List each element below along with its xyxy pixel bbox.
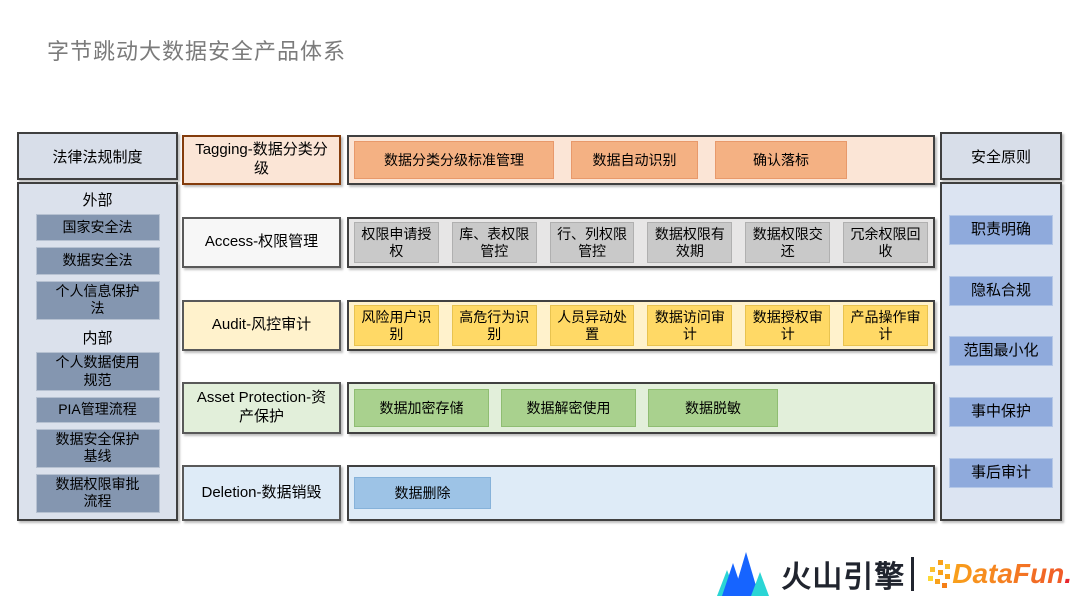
law-box: 数据安全法 [35, 247, 160, 275]
policy-box: 个人数据使用规范 [35, 352, 160, 392]
capability-chip: 数据解密使用 [501, 389, 636, 427]
security-principles-panel: 安全原则 职责明确 隐私合规 范围最小化 事中保护 事后审计 [940, 132, 1062, 521]
policy-box: 数据权限审批流程 [35, 473, 160, 514]
capability-chip: 产品操作审计 [843, 305, 928, 346]
capability-chip: 风险用户识别 [354, 305, 439, 346]
capability-chip: 数据自动识别 [571, 141, 698, 179]
capability-chip: 行、列权限管控 [549, 222, 635, 263]
principle-box: 范围最小化 [949, 336, 1053, 367]
principle-box: 事中保护 [949, 397, 1053, 428]
capability-chip: 冗余权限回收 [843, 222, 928, 263]
row-asset-protection: Asset Protection-资产保护 数据加密存储 数据解密使用 数据脱敏 [182, 382, 935, 434]
datafun-logo-dot: . [1064, 558, 1072, 589]
row-deletion-label: Deletion-数据销毁 [182, 465, 341, 521]
capability-chip: 权限申请授权 [354, 222, 439, 263]
row-deletion-items: 数据删除 [347, 465, 935, 521]
row-access: Access-权限管理 权限申请授权 库、表权限管控 行、列权限管控 数据权限有… [182, 217, 935, 268]
row-tagging-label: Tagging-数据分类分级 [182, 135, 341, 185]
legal-panel-header: 法律法规制度 [17, 132, 178, 180]
row-access-label: Access-权限管理 [182, 217, 341, 268]
capability-chip: 人员异动处置 [549, 305, 635, 346]
capability-chip: 数据删除 [354, 477, 491, 509]
row-access-items: 权限申请授权 库、表权限管控 行、列权限管控 数据权限有效期 数据权限交还 冗余… [347, 217, 935, 268]
policy-box: 数据安全保护基线 [35, 428, 160, 468]
volcano-engine-icon [717, 552, 771, 596]
row-audit-label: Audit-风控审计 [182, 300, 341, 351]
footer-logos: 火山引擎 DataFun . [717, 550, 1072, 598]
policy-box: PIA管理流程 [35, 397, 160, 423]
capability-chip: 高危行为识别 [451, 305, 537, 346]
row-audit-items: 风险用户识别 高危行为识别 人员异动处置 数据访问审计 数据授权审计 产品操作审… [347, 300, 935, 351]
law-box: 国家安全法 [35, 214, 160, 242]
capability-chip: 数据分类分级标准管理 [354, 141, 554, 179]
legal-panel-body: 外部 国家安全法 数据安全法 个人信息保护法 内部 个人数据使用规范 PIA管理… [17, 182, 178, 521]
legal-regulations-panel: 法律法规制度 外部 国家安全法 数据安全法 个人信息保护法 内部 个人数据使用规… [17, 132, 178, 521]
principles-panel-body: 职责明确 隐私合规 范围最小化 事中保护 事后审计 [940, 182, 1062, 521]
row-audit: Audit-风控审计 风险用户识别 高危行为识别 人员异动处置 数据访问审计 数… [182, 300, 935, 351]
internal-group-label: 内部 [82, 330, 113, 348]
row-asset-items: 数据加密存储 数据解密使用 数据脱敏 [347, 382, 935, 434]
capability-chip: 数据权限交还 [745, 222, 831, 263]
row-tagging-items: 数据分类分级标准管理 数据自动识别 确认落标 [347, 135, 935, 185]
capability-chip: 数据加密存储 [354, 389, 489, 427]
principle-box: 事后审计 [949, 458, 1053, 489]
capability-chip: 数据权限有效期 [647, 222, 733, 263]
capability-chip: 库、表权限管控 [451, 222, 537, 263]
page-title: 字节跳动大数据安全产品体系 [47, 39, 347, 64]
principle-box: 职责明确 [949, 214, 1053, 245]
datafun-logo-text: DataFun [952, 558, 1065, 589]
principles-panel-header: 安全原则 [940, 132, 1062, 180]
law-box: 个人信息保护法 [35, 280, 160, 321]
datafun-dots-icon [926, 558, 951, 590]
row-deletion: Deletion-数据销毁 数据删除 [182, 465, 935, 521]
capability-chip: 数据访问审计 [647, 305, 733, 346]
external-group-label: 外部 [82, 192, 113, 209]
capability-chip: 数据脱敏 [648, 389, 778, 427]
capability-chip: 数据授权审计 [745, 305, 831, 346]
capability-chip: 确认落标 [715, 141, 847, 179]
row-asset-label: Asset Protection-资产保护 [182, 382, 341, 434]
volcano-engine-logo-text: 火山引擎 [781, 561, 906, 594]
principle-box: 隐私合规 [949, 275, 1053, 306]
row-tagging: Tagging-数据分类分级 数据分类分级标准管理 数据自动识别 确认落标 [182, 135, 935, 185]
logo-separator [911, 557, 915, 591]
